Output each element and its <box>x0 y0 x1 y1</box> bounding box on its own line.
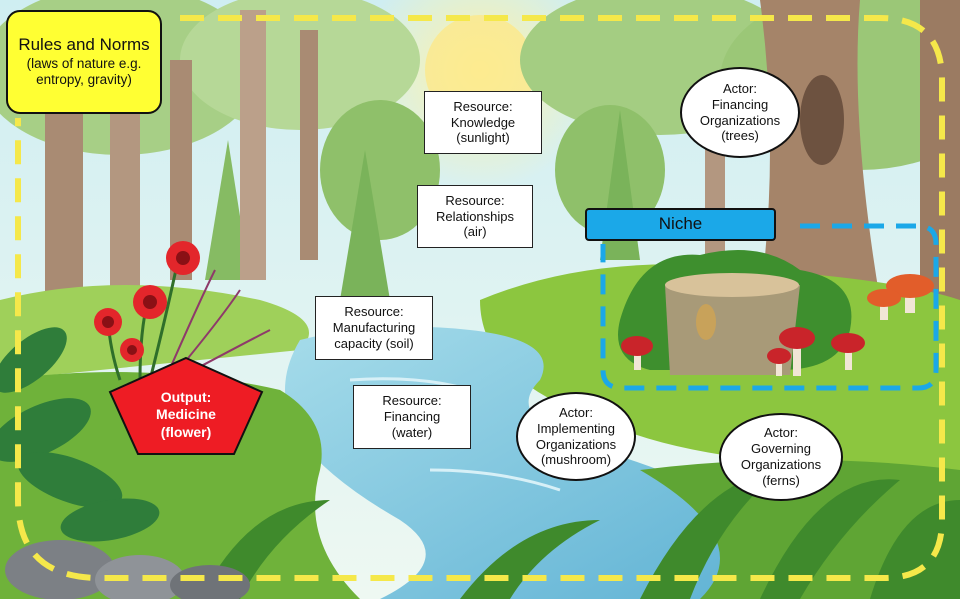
resource-relationships-line1: Resource: <box>445 192 505 208</box>
actor-implementing-line1: Actor: <box>559 404 593 420</box>
resource-financing-line2: Financing <box>383 409 441 425</box>
resource-relationships-box: Resource: Relationships (air) <box>417 185 533 248</box>
resource-knowledge-line1: Resource: <box>453 98 513 114</box>
actor-implementing-line4: (mushroom) <box>540 452 612 468</box>
rules-and-norms-box: Rules and Norms (laws of nature e.g. ent… <box>6 10 162 114</box>
actor-governing-line1: Actor: <box>764 425 798 441</box>
actor-governing-line3: Organizations <box>740 457 822 472</box>
actor-governing-line2: Governing <box>751 441 811 457</box>
mushroom-icon <box>621 274 934 376</box>
ecosystem-boundary <box>15 15 945 581</box>
actor-implementing-organizations: Actor: Implementing Organizations (mushr… <box>516 392 636 481</box>
output-medicine-pentagon: Output: Medicine (flower) <box>108 356 264 456</box>
output-line1: Output: <box>160 389 212 406</box>
output-line3: (flower) <box>160 423 212 440</box>
rock-icon <box>5 540 250 599</box>
actor-governing-line4: (ferns) <box>762 472 800 488</box>
flower-icon <box>94 241 271 381</box>
actor-implementing-line3: Organizations <box>535 436 617 452</box>
actor-financing-line3: Organizations <box>699 112 781 128</box>
resource-financing-line1: Resource: <box>382 393 442 409</box>
resource-knowledge-box: Resource: Knowledge (sunlight) <box>424 91 542 154</box>
resource-manufacturing-line2: Manufacturing <box>332 320 416 336</box>
actor-governing-organizations: Actor: Governing Organizations (ferns) <box>719 413 843 501</box>
resource-relationships-line2: Relationships <box>435 208 515 224</box>
left-leaves <box>0 327 160 542</box>
resource-knowledge-line3: (sunlight) <box>456 130 510 146</box>
actor-implementing-line2: Implementing <box>536 420 616 436</box>
niche-boundary <box>600 223 939 391</box>
niche-label: Niche <box>658 214 703 234</box>
pentagon-shape <box>108 356 264 455</box>
resource-relationships-line3: (air) <box>463 224 487 240</box>
niche-label-box: Niche <box>585 208 776 241</box>
actor-financing-line1: Actor: <box>723 80 757 96</box>
actor-financing-organizations: Actor: Financing Organizations (trees) <box>680 67 800 158</box>
actor-financing-line4: (trees) <box>721 128 759 144</box>
rules-title: Rules and Norms <box>18 35 150 55</box>
resource-manufacturing-box: Resource: Manufacturing capacity (soil) <box>315 296 433 360</box>
actor-financing-line2: Financing <box>711 96 769 112</box>
resource-manufacturing-line1: Resource: <box>344 304 404 320</box>
left-grass <box>0 285 309 380</box>
resource-knowledge-line2: Knowledge <box>450 114 516 130</box>
resource-financing-box: Resource: Financing (water) <box>353 385 471 449</box>
output-line2: Medicine <box>156 406 216 423</box>
rules-subtitle: (laws of nature e.g. entropy, gravity) <box>26 55 142 88</box>
resource-manufacturing-line3: capacity (soil) <box>334 335 414 351</box>
resource-financing-line3: (water) <box>391 424 433 440</box>
